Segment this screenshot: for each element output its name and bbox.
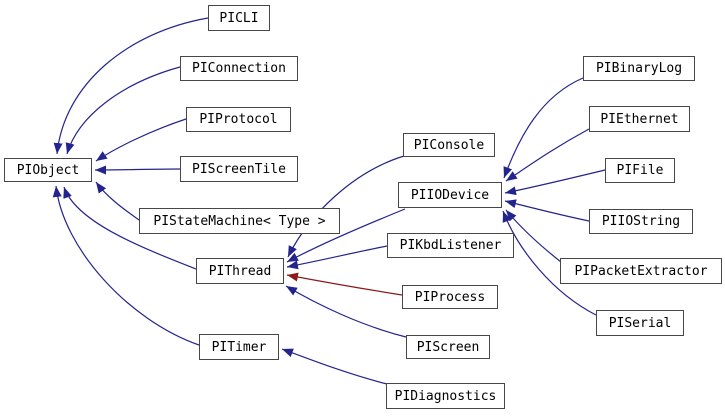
node-piiostring[interactable]: PIIOString [589, 209, 693, 234]
edge-piscreen-to-pithread [285, 285, 407, 338]
edge-pithread-to-piobject [63, 186, 197, 270]
edge-piconnection-to-piobject [65, 66, 181, 155]
edge-pipacketextractor-to-piiodevice [505, 209, 562, 263]
node-pidiagnostics[interactable]: PIDiagnostics [386, 383, 505, 409]
node-piserial[interactable]: PISerial [596, 310, 684, 336]
node-piprotocol-label: PIProtocol [199, 112, 278, 127]
node-piiodevice-label: PIIODevice [410, 187, 490, 203]
node-pifile[interactable]: PIFile [605, 158, 675, 183]
edge-pifile-to-piiodevice [504, 169, 606, 196]
edge-piiodevice-to-pithread [286, 208, 406, 263]
edge-piprotocol-to-piobject [95, 118, 187, 162]
edge-pibinarylog-to-piiodevice [503, 77, 584, 179]
node-piprocess-label: PIProcess [414, 289, 486, 305]
edge-piiostring-to-piiodevice [504, 199, 590, 222]
node-piiodevice[interactable]: PIIODevice [398, 182, 502, 208]
node-pitimer[interactable]: PITimer [199, 334, 279, 360]
node-piscreentile-label: PIScreenTile [192, 161, 286, 177]
edge-piprocess-to-pithread [286, 272, 403, 296]
node-picli-label: PICLI [219, 10, 259, 26]
node-piiostring-label: PIIOString [601, 214, 681, 229]
node-piconsole[interactable]: PIConsole [403, 133, 495, 157]
node-pikbdlistener-label: PIKbdListener [399, 238, 502, 253]
edge-pistatemachine-to-piobject [95, 181, 140, 221]
node-piscreen[interactable]: PIScreen [406, 335, 490, 359]
node-piserial-label: PISerial [608, 315, 672, 331]
node-pipacketextractor[interactable]: PIPacketExtractor [560, 258, 722, 284]
node-pibinarylog-label: PIBinaryLog [595, 61, 683, 76]
node-piprocess[interactable]: PIProcess [402, 285, 498, 309]
node-pifile-label: PIFile [616, 163, 664, 178]
node-piconsole-label: PIConsole [413, 137, 485, 153]
node-pikbdlistener[interactable]: PIKbdListener [387, 233, 514, 258]
node-pistatemachine[interactable]: PIStateMachine< Type > [139, 208, 340, 234]
edge-pitimer-to-piobject [52, 185, 200, 346]
node-piobject-label: PIObject [16, 162, 80, 178]
node-picli[interactable]: PICLI [208, 5, 270, 31]
edge-piscreentile-to-piobject [94, 165, 181, 175]
node-pithread-label: PIThread [208, 263, 272, 279]
node-pipacketextractor-label: PIPacketExtractor [574, 263, 708, 279]
node-piobject[interactable]: PIObject [4, 158, 92, 182]
node-pithread[interactable]: PIThread [196, 258, 284, 284]
node-piscreentile[interactable]: PIScreenTile [180, 156, 298, 182]
edge-pidiagnostics-to-pitimer [281, 348, 388, 385]
edge-piethernet-to-piiodevice [505, 128, 590, 182]
node-piconnection[interactable]: PIConnection [180, 56, 298, 81]
node-pibinarylog[interactable]: PIBinaryLog [583, 56, 695, 81]
node-piscreen-label: PIScreen [416, 339, 480, 355]
edge-picli-to-piobject [53, 17, 209, 155]
node-pitimer-label: PITimer [211, 339, 267, 355]
edge-piserial-to-piiodevice [502, 210, 597, 316]
edge-piconsole-to-pithread [287, 155, 405, 258]
node-pistatemachine-label: PIStateMachine< Type > [153, 213, 326, 229]
node-piconnection-label: PIConnection [192, 61, 286, 76]
node-piethernet-label: PIEthernet [600, 111, 679, 127]
edge-pikbdlistener-to-pithread [286, 245, 388, 270]
node-pidiagnostics-label: PIDiagnostics [394, 388, 497, 404]
node-piethernet[interactable]: PIEthernet [589, 106, 690, 132]
node-piprotocol[interactable]: PIProtocol [186, 107, 291, 132]
